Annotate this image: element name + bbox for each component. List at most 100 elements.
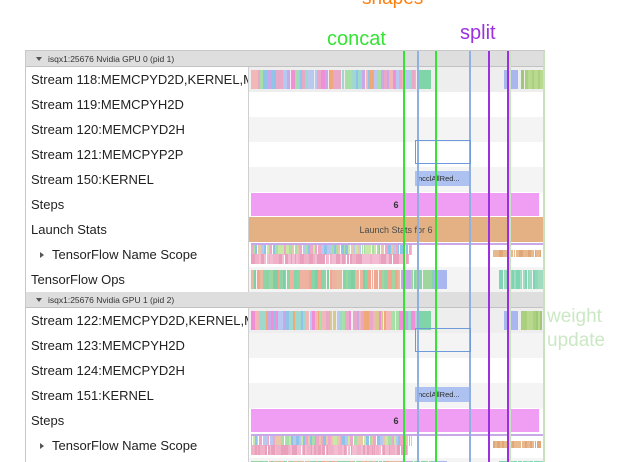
namescope-span[interactable]	[251, 243, 413, 245]
timeline-row-track[interactable]: ncclAllRed...	[249, 383, 545, 408]
trace-event-block[interactable]	[504, 311, 518, 330]
trace-event-block[interactable]	[346, 445, 347, 455]
timeline-row[interactable]: Stream 118:MEMCPYD2D,KERNEL,ME	[26, 67, 545, 92]
timeline-row[interactable]: Stream 120:MEMCPYD2H	[26, 117, 545, 142]
trace-event-block[interactable]	[407, 445, 408, 455]
timeline-row-label[interactable]: Stream 119:MEMCPYH2D	[26, 92, 249, 117]
trace-event-block[interactable]	[265, 445, 267, 455]
nccl-allreduce-event[interactable]: ncclAllRed...	[415, 387, 469, 402]
timeline-row-label[interactable]: Steps	[26, 408, 249, 433]
trace-event-block[interactable]	[417, 311, 431, 330]
trace-event-block[interactable]	[411, 244, 412, 255]
trace-event-block[interactable]	[264, 254, 266, 264]
trace-event-block[interactable]	[381, 311, 383, 330]
trace-event-block[interactable]	[540, 311, 543, 330]
timeline-row-label[interactable]: Stream 118:MEMCPYD2D,KERNEL,ME	[26, 67, 249, 92]
timeline-row-label[interactable]: Stream 121:MEMCPYP2P	[26, 142, 249, 167]
timeline-row-track[interactable]: ncclAllRed...	[249, 167, 545, 192]
trace-event-block[interactable]	[401, 270, 411, 289]
trace-event-block[interactable]	[409, 435, 411, 446]
timeline-row[interactable]: TensorFlow Ops	[26, 458, 545, 462]
timeline-row-track[interactable]: 6	[249, 408, 545, 433]
trace-event-block[interactable]	[347, 254, 349, 264]
timeline-row-label[interactable]: Steps	[26, 192, 249, 217]
trace-event-block[interactable]	[355, 270, 359, 289]
trace-event-block[interactable]	[540, 441, 541, 448]
timeline-row-track[interactable]	[249, 433, 545, 458]
trace-event-block[interactable]	[317, 70, 320, 89]
trace-event-block[interactable]	[255, 311, 259, 330]
timeline-row-label[interactable]: Launch Stats	[26, 217, 249, 242]
trace-event-block[interactable]	[337, 70, 341, 89]
trace-event-block[interactable]	[519, 441, 521, 448]
namescope-span[interactable]	[413, 243, 543, 245]
trace-event-block[interactable]	[433, 270, 447, 289]
trace-event-block[interactable]	[408, 254, 409, 264]
timeline-row-track[interactable]: 6	[249, 192, 545, 217]
trace-event-block[interactable]	[342, 70, 344, 89]
trace-event-block[interactable]	[417, 70, 431, 89]
trace-viewer-panel[interactable]: isqx1:25676 Nvidia GPU 0 (pid 1)Stream 1…	[25, 50, 545, 462]
chevron-down-icon[interactable]	[36, 298, 42, 302]
trace-event-block[interactable]	[391, 311, 395, 330]
timeline-row[interactable]: Stream 150:KERNEL ncclAllRed...	[26, 167, 545, 192]
timeline-row-track[interactable]: Launch Stats for 6	[249, 217, 545, 242]
timeline-row-track[interactable]	[249, 458, 545, 462]
timeline-row-label[interactable]: Stream 122:MEMCPYD2D,KERNEL,MI	[26, 308, 249, 333]
timeline-row-label[interactable]: Stream 124:MEMCPYD2H	[26, 358, 249, 383]
trace-event-block[interactable]	[520, 270, 522, 289]
chevron-down-icon[interactable]	[36, 57, 42, 61]
timeline-row-label[interactable]: Stream 123:MEMCPYH2D	[26, 333, 249, 358]
chevron-right-icon[interactable]	[40, 443, 44, 449]
timeline-row[interactable]: TensorFlow Ops	[26, 267, 545, 292]
timeline-row-label[interactable]: TensorFlow Ops	[26, 267, 249, 292]
trace-event-block[interactable]	[372, 270, 374, 289]
timeline-row-label[interactable]: Stream 120:MEMCPYD2H	[26, 117, 249, 142]
trace-event-block[interactable]	[399, 311, 403, 330]
trace-event-block[interactable]	[398, 270, 400, 289]
gpu-group-header[interactable]: isqx1:25676 Nvidia GPU 1 (pid 2)	[26, 292, 545, 308]
timeline-row[interactable]: Stream 121:MEMCPYP2P	[26, 142, 545, 167]
timeline-row[interactable]: TensorFlow Name Scope	[26, 433, 545, 458]
trace-event-block[interactable]	[514, 250, 516, 257]
timeline-row-track[interactable]	[249, 242, 545, 267]
launch-stats-bar[interactable]: Launch Stats for 6	[249, 217, 543, 242]
trace-event-block[interactable]	[535, 441, 536, 448]
trace-event-block[interactable]	[532, 441, 534, 448]
trace-event-block[interactable]	[504, 70, 518, 89]
nccl-allreduce-event[interactable]: ncclAllRed...	[415, 171, 469, 186]
namescope-span[interactable]	[251, 434, 413, 436]
trace-event-block[interactable]	[391, 254, 392, 264]
trace-event-block[interactable]	[324, 270, 326, 289]
trace-event-block[interactable]	[392, 445, 394, 455]
timeline-row-track[interactable]	[249, 117, 545, 142]
gpu-group-header[interactable]: isqx1:25676 Nvidia GPU 0 (pid 1)	[26, 51, 545, 67]
timeline-row-label[interactable]: TensorFlow Ops	[26, 458, 249, 462]
timeline-row[interactable]: TensorFlow Name Scope	[26, 242, 545, 267]
timeline-row-track[interactable]	[249, 67, 545, 92]
trace-event-block[interactable]	[374, 270, 378, 289]
timeline-row-label[interactable]: Stream 151:KERNEL	[26, 383, 249, 408]
timeline-row[interactable]: Stream 122:MEMCPYD2D,KERNEL,MI	[26, 308, 545, 333]
timeline-row-label[interactable]: TensorFlow Name Scope	[26, 433, 249, 458]
timeline-row[interactable]: Stream 151:KERNEL ncclAllRed...	[26, 383, 545, 408]
trace-event-block[interactable]	[327, 270, 329, 289]
timeline-row-label[interactable]: Stream 150:KERNEL	[26, 167, 249, 192]
timeline-row-label[interactable]: TensorFlow Name Scope	[26, 242, 249, 267]
trace-event-block[interactable]	[510, 250, 512, 257]
trace-event-block[interactable]	[330, 311, 332, 330]
timeline-row-track[interactable]	[249, 358, 545, 383]
trace-event-block[interactable]	[501, 270, 503, 289]
trace-event-block[interactable]	[540, 250, 541, 257]
timeline-row[interactable]: Stream 123:MEMCPYH2D	[26, 333, 545, 358]
timeline-row-track[interactable]	[249, 92, 545, 117]
timeline-row-track[interactable]	[249, 267, 545, 292]
trace-event-block[interactable]	[521, 70, 524, 89]
trace-event-block[interactable]	[411, 435, 412, 446]
trace-event-block[interactable]	[404, 254, 405, 264]
timeline-row[interactable]: Stream 124:MEMCPYD2H	[26, 358, 545, 383]
trace-event-block[interactable]	[349, 311, 351, 330]
chevron-right-icon[interactable]	[40, 252, 44, 258]
